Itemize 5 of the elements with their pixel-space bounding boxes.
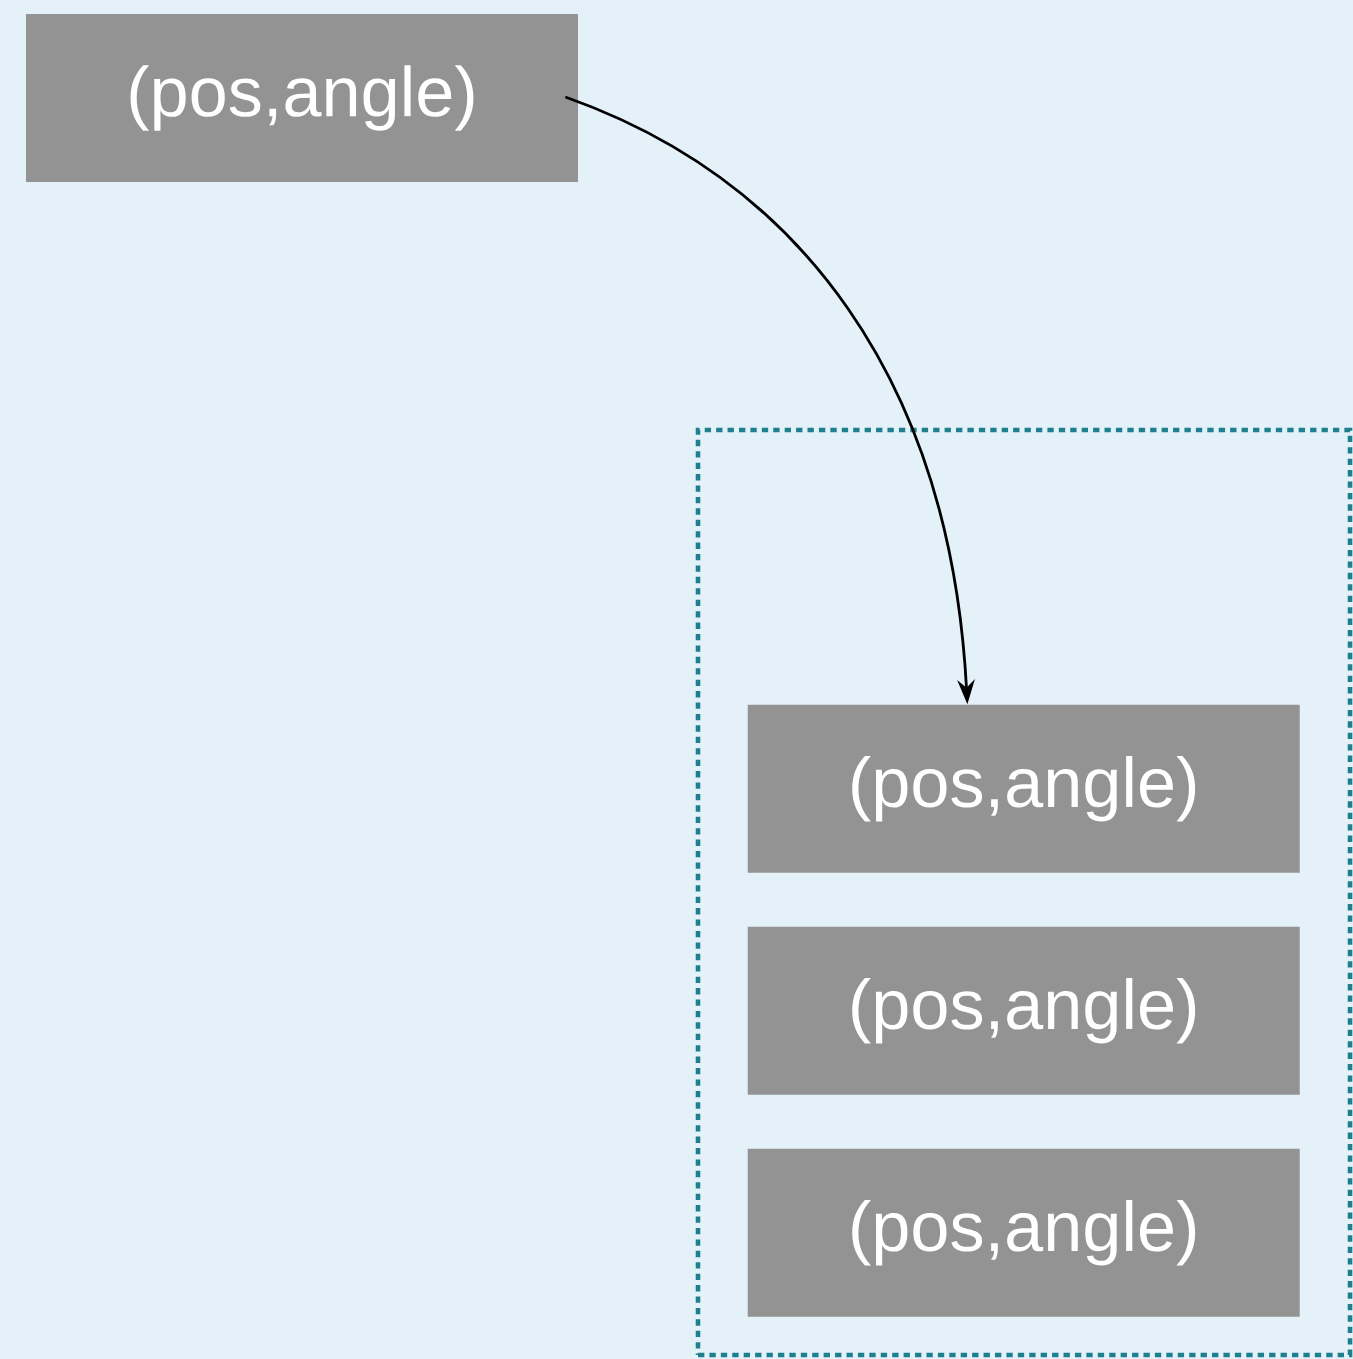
label-box: (pos,angle) — [747, 1148, 1300, 1317]
dotted-container — [695, 427, 1353, 1358]
label-box: (pos,angle) — [747, 704, 1300, 873]
label-box: (pos,angle) — [26, 14, 578, 182]
label-box: (pos,angle) — [747, 926, 1300, 1095]
